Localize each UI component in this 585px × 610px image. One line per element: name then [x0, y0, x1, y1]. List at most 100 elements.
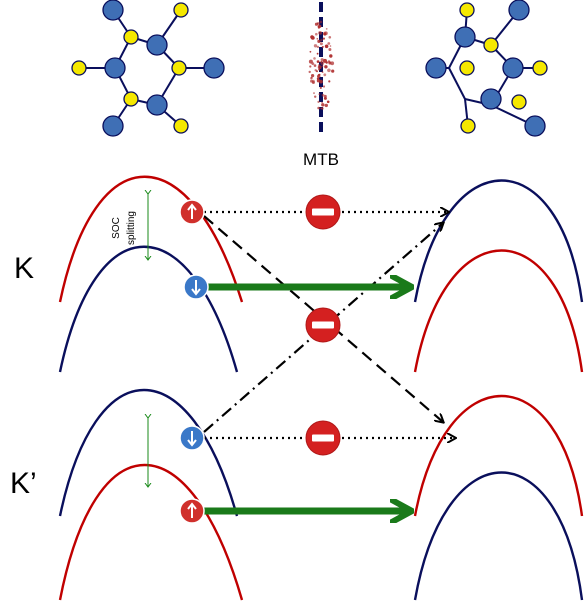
- atom-large: [508, 0, 530, 21]
- arrow-down-icon: [187, 431, 197, 447]
- mtb-label: MTB: [303, 150, 339, 169]
- defect-dot: [327, 68, 331, 73]
- defect-dot: [316, 77, 320, 80]
- defect-dot: [323, 58, 327, 63]
- atom-small: [123, 91, 139, 107]
- defect-dot: [331, 69, 335, 73]
- defect-dot: [323, 73, 327, 77]
- defect-dot: [324, 94, 327, 98]
- defect-dot: [313, 57, 316, 60]
- atom-small: [459, 60, 475, 76]
- atom-small: [483, 37, 499, 53]
- defect-dot: [310, 35, 314, 39]
- defect-dot: [316, 60, 320, 63]
- atom-large: [524, 115, 546, 137]
- defect-dot: [323, 96, 327, 100]
- spin-up-ball-kp: [179, 498, 205, 524]
- defect-dot: [318, 31, 322, 35]
- defect-dot: [316, 45, 320, 49]
- spin-up-ball-k: [179, 199, 205, 225]
- no-entry-icon: [305, 420, 341, 456]
- atom-large: [146, 34, 168, 56]
- mirror-twin-boundary: [308, 2, 335, 135]
- defect-dot: [313, 64, 317, 67]
- atom-large: [425, 57, 447, 79]
- atom-small: [459, 2, 475, 18]
- defect-dot: [322, 85, 326, 88]
- defect-dot: [317, 76, 320, 78]
- defect-dot: [317, 65, 322, 70]
- band-kp-left-spin-down: [58, 388, 239, 517]
- defect-dot: [311, 79, 315, 83]
- right-lattice: [425, 0, 548, 137]
- defect-dot: [316, 79, 321, 83]
- soc-label-splitting: splitting: [126, 211, 137, 245]
- defect-dot: [321, 101, 323, 104]
- defect-dot: [311, 74, 315, 78]
- defect-dot: [317, 106, 320, 110]
- defect-dot: [327, 42, 331, 45]
- defect-dot: [308, 70, 311, 74]
- defect-dot: [328, 61, 332, 64]
- defect-dot: [314, 95, 317, 98]
- atom-small: [173, 2, 189, 18]
- defect-dot: [324, 103, 328, 108]
- defect-dot: [311, 62, 315, 65]
- defect-dot: [324, 65, 328, 69]
- defect-dot: [316, 22, 319, 25]
- defect-dot: [309, 50, 312, 53]
- defect-dot: [328, 36, 332, 39]
- atom-small: [532, 60, 548, 76]
- atom-large: [102, 115, 124, 137]
- transition-dashdot-cross: [203, 223, 443, 433]
- atom-small: [123, 29, 139, 45]
- defect-dot: [316, 52, 319, 55]
- band-k-left-spin-up: [58, 175, 244, 303]
- defect-dot: [321, 103, 325, 107]
- arrow-up-icon: [187, 203, 197, 219]
- defect-dot: [321, 107, 324, 110]
- defect-dot: [320, 38, 323, 42]
- defect-dot: [328, 48, 332, 51]
- spin-down-ball-kp: [179, 425, 205, 451]
- defect-dot: [318, 93, 321, 96]
- band-kp-left-spin-up: [58, 463, 244, 601]
- defect-dot: [319, 42, 323, 46]
- defect-dot: [313, 92, 315, 95]
- defect-dot: [320, 58, 324, 62]
- defect-dot: [323, 32, 327, 36]
- defect-dot: [321, 71, 324, 73]
- atom-small: [460, 118, 476, 134]
- defect-dot: [321, 65, 324, 67]
- defect-dot: [317, 100, 320, 103]
- band-kp-right-spin-up: [413, 395, 584, 517]
- atom-large: [146, 94, 168, 116]
- band-kp-right-spin-down: [413, 471, 584, 601]
- valley-label-k-prime: K’: [10, 467, 37, 500]
- defect-dot: [314, 69, 317, 72]
- defect-dot: [322, 37, 325, 40]
- defect-dot: [316, 38, 319, 40]
- defect-dot: [317, 39, 321, 44]
- defect-dot: [326, 100, 330, 104]
- defect-cloud: [308, 20, 335, 110]
- arrow-up-icon: [187, 502, 197, 518]
- defect-dot: [313, 44, 318, 48]
- no-entry-icon: [305, 307, 341, 343]
- arrow-down-icon: [191, 280, 201, 296]
- defect-dot: [320, 61, 325, 65]
- left-lattice: [71, 0, 225, 137]
- defect-dot: [329, 45, 332, 47]
- atom-small: [71, 60, 87, 76]
- defect-dot: [324, 44, 329, 49]
- defect-dot: [315, 32, 318, 36]
- defect-dot: [309, 65, 312, 68]
- no-entry-icon: [305, 194, 341, 230]
- defect-dot: [328, 80, 331, 83]
- defect-dot: [321, 93, 325, 97]
- atom-large: [454, 26, 476, 48]
- band-k-left-spin-down: [58, 245, 239, 373]
- atom-large: [502, 57, 524, 79]
- valley-label-k: K: [14, 252, 34, 285]
- spin-down-ball-k: [183, 274, 209, 300]
